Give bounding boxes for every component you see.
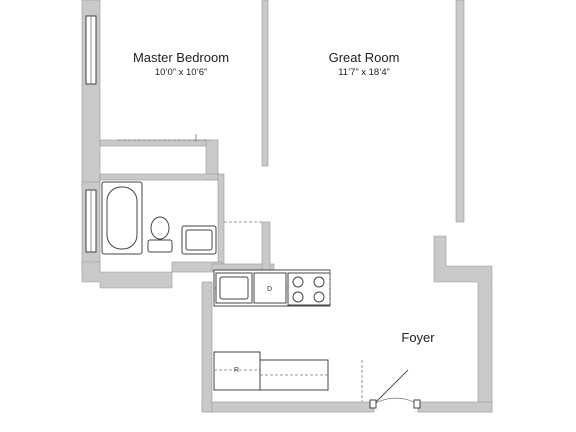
wall-great-bottom <box>261 221 271 271</box>
refrigerator-mark: R <box>234 367 239 374</box>
wall-closet-bottom <box>99 139 213 147</box>
wall-bottom <box>201 401 375 413</box>
toilet <box>147 216 173 253</box>
wall-bath-right <box>217 173 225 265</box>
stove <box>287 272 331 306</box>
lower-counter: R <box>213 351 329 391</box>
bath-sink <box>181 225 217 255</box>
room-name-foyer: Foyer <box>401 330 435 345</box>
entry-door <box>369 369 421 409</box>
wall-right-lower <box>417 235 493 413</box>
room-name-great-room: Great Room <box>329 50 400 65</box>
window-bedroom <box>85 15 97 85</box>
room-size-master-bedroom: 10’0” x 10’6” <box>155 67 207 78</box>
kitchen-sink <box>215 272 253 304</box>
wall-right-top <box>455 0 465 223</box>
wall-bath-top <box>99 173 219 181</box>
room-name-master-bedroom: Master Bedroom <box>133 50 229 65</box>
wall-kitchen-left <box>201 281 213 413</box>
wall-bedroom-great <box>261 0 269 167</box>
wall-bottom-left <box>81 261 173 289</box>
room-size-great-room: 11’7” x 18’4” <box>338 67 390 78</box>
dishwasher: D <box>253 272 287 304</box>
bathtub <box>101 181 143 255</box>
dishwasher-mark: D <box>267 286 272 293</box>
window-bath <box>85 189 97 253</box>
wall-bottom-right <box>417 401 493 413</box>
